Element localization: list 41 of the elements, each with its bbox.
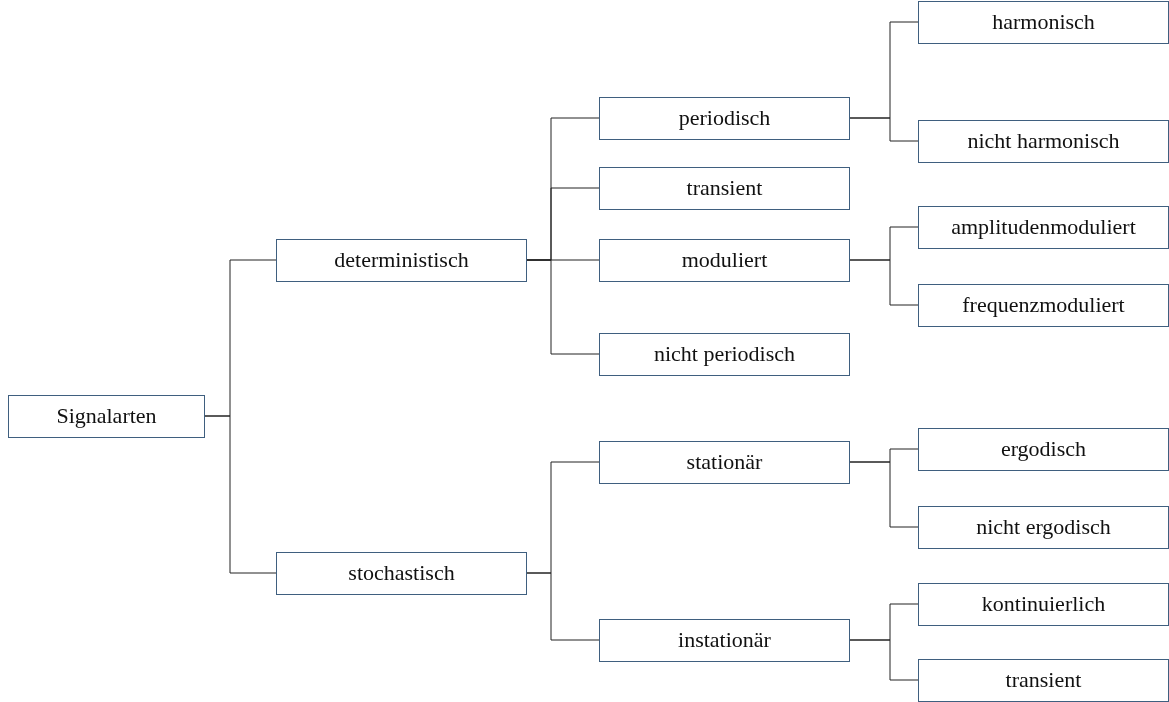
connector-line xyxy=(204,415,277,574)
category-box xyxy=(918,283,1169,327)
node-label: kontinuierlich xyxy=(981,591,1106,617)
category-box xyxy=(918,119,1169,163)
connector-line xyxy=(526,259,600,355)
node-label: deterministisch xyxy=(334,247,469,273)
category-box xyxy=(276,551,527,595)
category-box xyxy=(8,394,205,438)
category-box xyxy=(918,505,1169,549)
category-box xyxy=(918,582,1169,626)
connector-line xyxy=(526,572,600,641)
category-box xyxy=(599,96,850,140)
category-box xyxy=(599,238,850,282)
node-label: nicht harmonisch xyxy=(967,128,1120,154)
node-label: stochastisch xyxy=(348,560,455,586)
node-label: ergodisch xyxy=(1000,436,1087,462)
category-box xyxy=(918,658,1169,702)
node-label: transient xyxy=(686,175,763,201)
category-box xyxy=(599,440,850,484)
connector-line xyxy=(849,117,919,142)
connector-line xyxy=(849,461,919,528)
node-label: transient xyxy=(1005,667,1082,693)
connector-line xyxy=(849,259,919,306)
category-box xyxy=(276,238,527,282)
connector-line xyxy=(849,639,919,681)
category-box xyxy=(918,427,1169,471)
node-label: stationär xyxy=(686,449,763,475)
category-box xyxy=(599,618,850,662)
node-label: Signalarten xyxy=(56,403,157,429)
node-label: moduliert xyxy=(681,247,768,273)
node-label: harmonisch xyxy=(992,9,1095,35)
category-box xyxy=(918,0,1169,44)
node-label: nicht ergodisch xyxy=(976,514,1111,540)
category-box xyxy=(918,205,1169,249)
node-label: nicht periodisch xyxy=(653,341,796,367)
node-label: instationär xyxy=(678,627,771,653)
node-label: frequenzmoduliert xyxy=(962,292,1125,318)
node-label: periodisch xyxy=(678,105,771,131)
category-box xyxy=(599,332,850,376)
category-box xyxy=(599,166,850,210)
node-label: amplitudenmoduliert xyxy=(951,214,1136,240)
